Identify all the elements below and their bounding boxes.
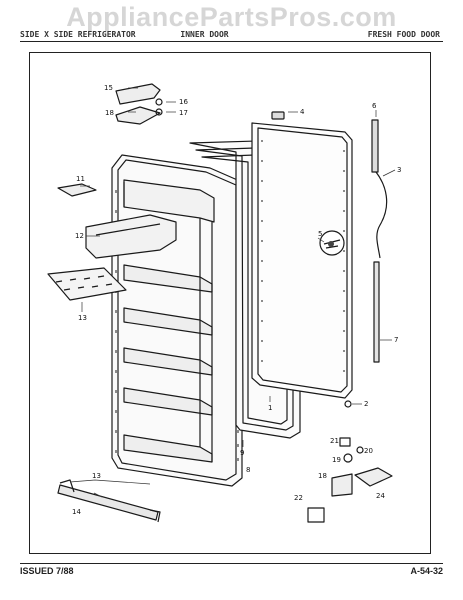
part-12-egg-tray [47, 267, 127, 301]
part-22-bushing [339, 437, 351, 447]
callout-4: 4 [300, 108, 305, 116]
callout-21: 20 [364, 447, 373, 455]
callout-17: 17 [179, 109, 188, 117]
diagram-frame [29, 52, 431, 554]
footer-rule [20, 563, 443, 564]
part-6-rod [371, 119, 379, 173]
callout-19: 18 [318, 472, 327, 480]
part-3-wire [375, 171, 388, 259]
diagram-footer: ISSUED 7/88 A-54-32 [20, 566, 443, 576]
part-17-bushing [155, 108, 163, 116]
part-20-washer [343, 453, 353, 463]
callout-16: 16 [179, 98, 188, 106]
inner-door-liner [111, 154, 243, 487]
callout-1: 1 [268, 404, 272, 412]
callout-2: 2 [364, 400, 368, 408]
part-4-tab [271, 111, 285, 120]
callout-12: 13 [78, 314, 87, 322]
part-19-bracket [331, 473, 353, 497]
callout-14: 14 [72, 508, 81, 516]
callout-15: 15 [104, 84, 113, 92]
callout-9: 9 [240, 449, 244, 457]
callout-8: 8 [246, 466, 250, 474]
header-section-title: INNER DOOR [180, 30, 229, 39]
diagram-header: SIDE X SIDE REFRIGERATOR INNER DOOR FRES… [20, 30, 440, 39]
part-7-strip [373, 261, 380, 363]
part-14-bar [57, 484, 159, 521]
part-21-screw [356, 446, 364, 454]
callout-22: 21 [330, 437, 339, 445]
callout-6: 6 [372, 102, 377, 110]
callout-18: 18 [105, 109, 114, 117]
part-11-cover [57, 183, 97, 197]
callout-13b: 13 [92, 472, 101, 480]
part-13-bin-cover [85, 214, 177, 259]
callout-7: 7 [394, 336, 398, 344]
callout-5: 5 [318, 230, 322, 238]
callout-13: 12 [75, 232, 84, 240]
part-2-plug [344, 400, 352, 408]
part-15-bracket [115, 83, 161, 105]
callout-3: 3 [397, 166, 401, 174]
part-24-hinge [354, 467, 393, 487]
callout-11: 11 [76, 175, 85, 183]
drawing-code: A-54-32 [410, 566, 443, 576]
outer-door-panel [251, 122, 353, 399]
header-door-title: FRESH FOOD DOOR [367, 30, 440, 39]
callout-20: 19 [332, 456, 341, 464]
part-23-plate [307, 507, 325, 523]
part-16-nut [155, 98, 163, 106]
watermark: AppliancePartsPros.com [66, 2, 397, 32]
issued-date: ISSUED 7/88 [20, 566, 74, 576]
callout-24: 24 [376, 492, 385, 500]
part-5-detail [319, 230, 345, 256]
header-rule [20, 41, 443, 42]
header-model-title: SIDE X SIDE REFRIGERATOR [20, 30, 136, 39]
part-18-bracket [115, 106, 161, 125]
callout-23: 22 [294, 494, 303, 502]
